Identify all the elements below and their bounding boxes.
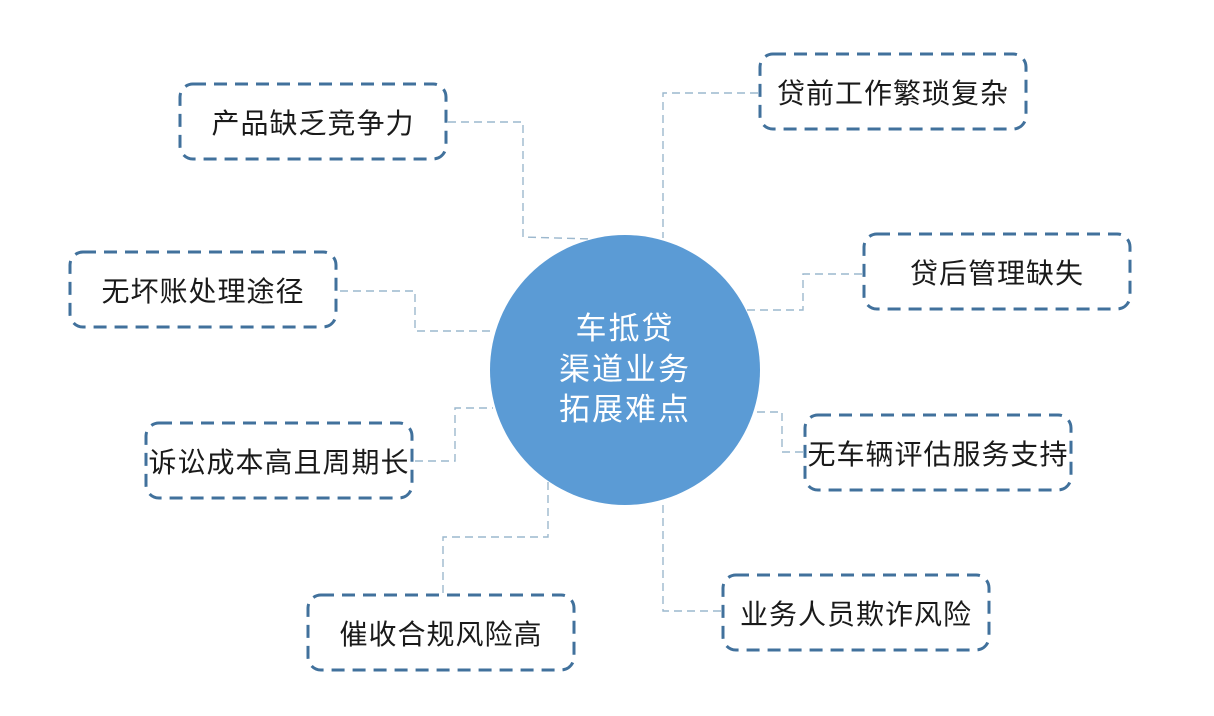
node-bad-debt: 无坏账处理途径 — [68, 250, 338, 329]
dashed-border — [178, 82, 448, 161]
center-title-line3: 拓展难点 — [559, 392, 691, 428]
node-label: 贷后管理缺失 — [909, 257, 1084, 289]
node-preloan-work: 贷前工作繁琐复杂 — [758, 52, 1028, 131]
node-staff-fraud: 业务人员欺诈风险 — [721, 573, 991, 652]
node-label: 无车辆评估服务支持 — [807, 438, 1069, 470]
dashed-border — [306, 593, 576, 672]
node-label: 业务人员欺诈风险 — [739, 598, 972, 630]
dashed-border — [721, 573, 991, 652]
dashed-border — [68, 250, 338, 329]
dashed-border — [862, 232, 1132, 311]
node-label: 无坏账处理途径 — [101, 275, 305, 307]
connector-staff-fraud — [662, 501, 721, 612]
node-product-competitiveness: 产品缺乏竞争力 — [178, 82, 448, 161]
connector-preloan-work — [662, 92, 758, 238]
dashed-border — [803, 413, 1073, 492]
center-circle: 车抵贷 渠道业务 拓展难点 — [490, 235, 760, 505]
node-label: 贷前工作繁琐复杂 — [776, 77, 1009, 109]
center-title-line1: 车抵贷 — [575, 310, 675, 346]
node-litigation-cost: 诉讼成本高且周期长 — [144, 421, 414, 500]
node-label: 诉讼成本高且周期长 — [148, 446, 410, 478]
node-collection-compliance: 催收合规风险高 — [306, 593, 576, 672]
node-postloan-management: 贷后管理缺失 — [862, 232, 1132, 311]
dashed-border — [144, 421, 414, 500]
node-vehicle-appraisal: 无车辆评估服务支持 — [803, 413, 1073, 492]
connector-product-competitiveness — [448, 121, 593, 240]
connector-postloan-management — [747, 273, 862, 311]
connector-collection-compliance — [442, 482, 549, 593]
center-title: 车抵贷 渠道业务 拓展难点 — [559, 309, 691, 432]
dashed-border — [758, 52, 1028, 131]
node-label: 催收合规风险高 — [339, 618, 543, 650]
connector-litigation-cost — [415, 407, 493, 462]
center-title-line2: 渠道业务 — [559, 351, 691, 387]
connector-bad-debt — [340, 290, 494, 332]
connector-vehicle-appraisal — [754, 411, 803, 453]
node-label: 产品缺乏竞争力 — [211, 107, 415, 139]
